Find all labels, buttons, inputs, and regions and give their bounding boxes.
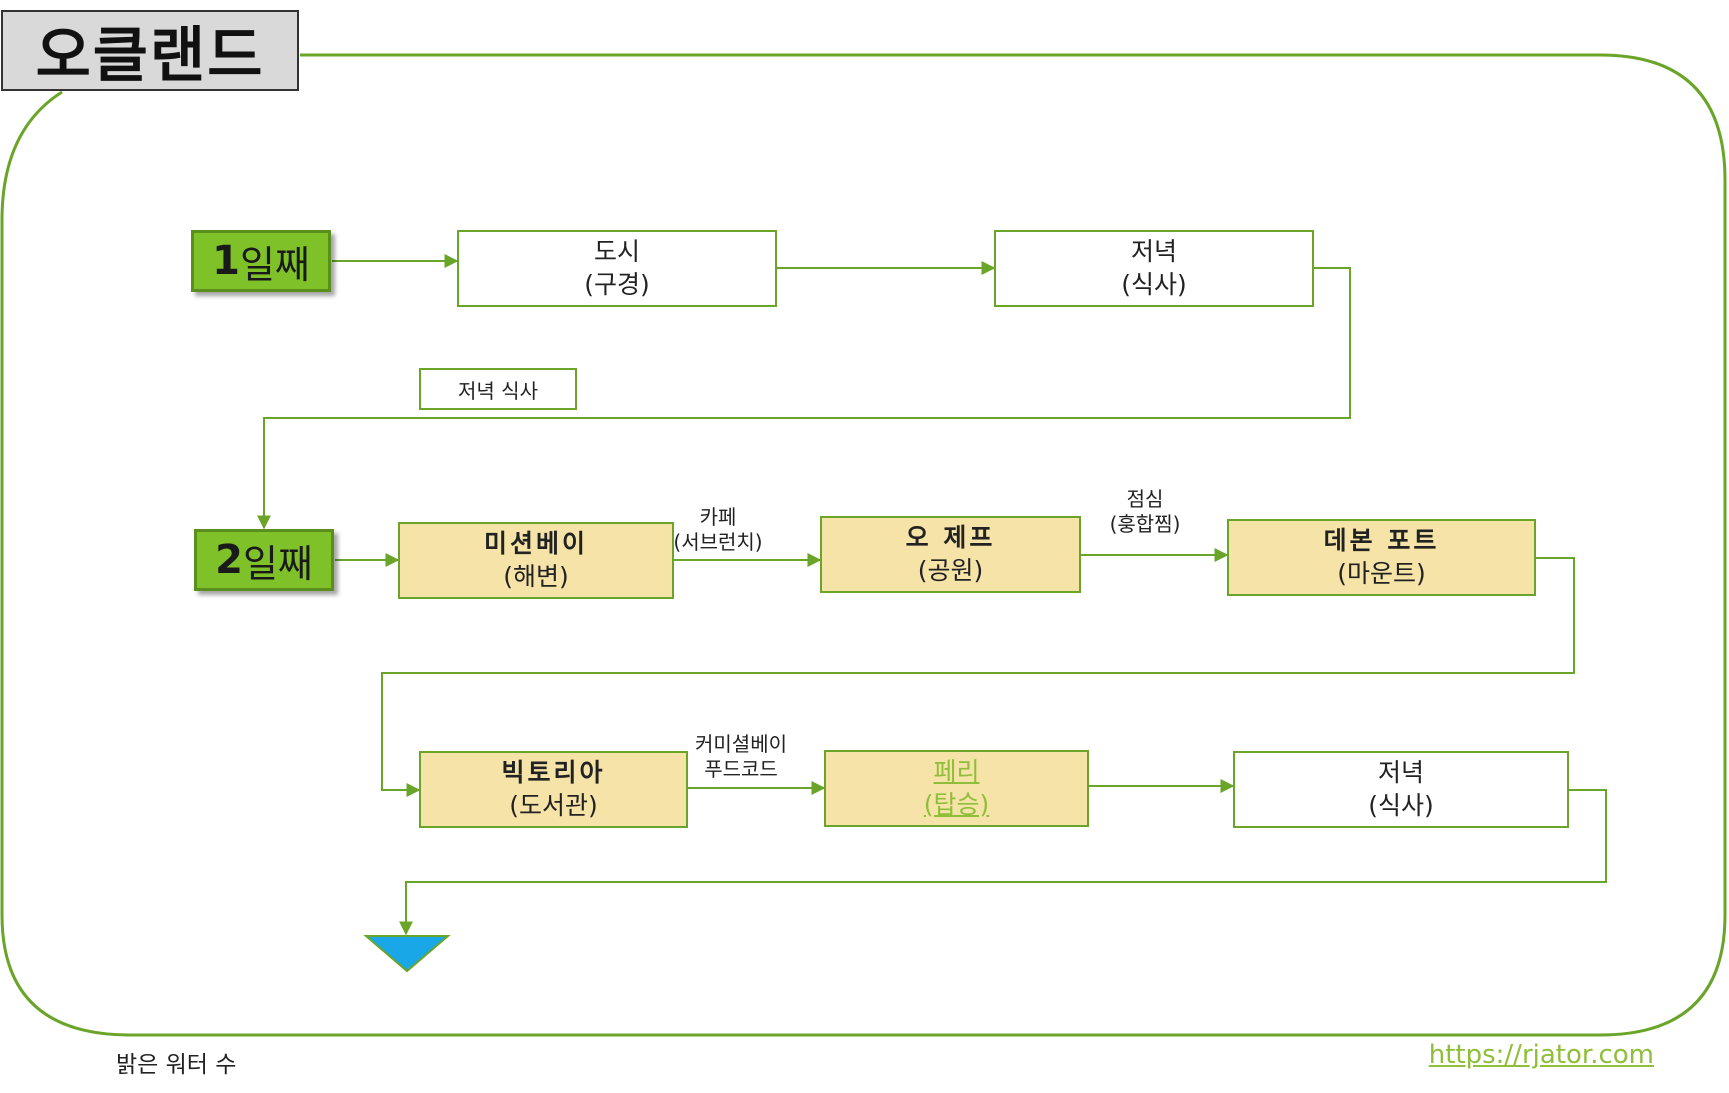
node-victoria-title: 빅토리아 xyxy=(501,758,606,787)
node-dinner-1-title: 저녁 xyxy=(1130,237,1177,266)
node-city: 도시 (구경) xyxy=(457,230,777,307)
node-one-tree-sub: (공원) xyxy=(917,555,984,585)
edge-label-cafe-2: (서브런치) xyxy=(673,530,763,554)
edge-label-food-2: 푸드코드 xyxy=(704,757,778,781)
node-dinner-2-title: 저녁 xyxy=(1377,758,1424,787)
edge-label-cafe-1: 카페 xyxy=(699,505,737,529)
footer-link[interactable]: https://rjator.com xyxy=(1428,1040,1654,1070)
node-devonport: 데본 포트 (마운트) xyxy=(1227,519,1536,596)
footer-note: 밝은 워터 수 xyxy=(116,1052,237,1078)
node-city-title: 도시 xyxy=(593,237,640,266)
node-victoria: 빅토리아 (도서관) xyxy=(419,751,688,828)
outer-frame xyxy=(0,53,1727,1037)
page-title: 오클랜드 xyxy=(1,10,299,91)
node-ferry-title[interactable]: 페리 xyxy=(933,757,980,786)
node-one-tree-title: 오 제프 xyxy=(905,523,996,552)
edge-label-food-1: 커미셜베이 xyxy=(695,732,787,756)
day-1-number: 1 xyxy=(212,238,240,284)
day-2-label: 일째 xyxy=(242,541,313,586)
node-devonport-title: 데본 포트 xyxy=(1323,526,1440,555)
node-ferry[interactable]: 페리 (탑승) xyxy=(824,750,1089,827)
node-ferry-sub[interactable]: (탑승) xyxy=(923,789,990,819)
node-dinner-2-sub: (식사) xyxy=(1368,790,1434,820)
edge-label-lunch-1: 점심 xyxy=(1126,487,1164,511)
edge-label-lunch: 점심 (훙합찜) xyxy=(1095,487,1195,537)
day-1-label: 일째 xyxy=(239,242,310,287)
node-dinner-1-sub: (식사) xyxy=(1121,269,1187,299)
day-2-number: 2 xyxy=(215,537,243,583)
node-one-tree: 오 제프 (공원) xyxy=(820,516,1081,593)
end-marker xyxy=(363,935,451,973)
edge-label-lunch-2: (훙합찜) xyxy=(1109,512,1181,536)
node-dinner-2: 저녁 (식사) xyxy=(1233,751,1569,828)
edge-label-food: 커미셜베이 푸드코드 xyxy=(681,732,801,782)
node-mission-bay-sub: (해변) xyxy=(503,561,569,591)
node-dinner-1: 저녁 (식사) xyxy=(994,230,1314,307)
edge-dinner1-day2 xyxy=(257,267,1351,530)
node-victoria-sub: (도서관) xyxy=(509,790,598,820)
node-devonport-sub: (마운트) xyxy=(1337,558,1426,588)
edge-devonport-victoria xyxy=(381,557,1575,797)
node-mission-bay-title: 미션베이 xyxy=(483,529,588,558)
node-city-sub: (구경) xyxy=(584,269,650,299)
node-mission-bay: 미션베이 (해변) xyxy=(398,522,674,599)
edge-dinner2-end xyxy=(399,789,1607,936)
edge-label-cafe: 카페 (서브런치) xyxy=(668,505,768,555)
dinner-note: 저녁 식사 xyxy=(419,368,577,410)
